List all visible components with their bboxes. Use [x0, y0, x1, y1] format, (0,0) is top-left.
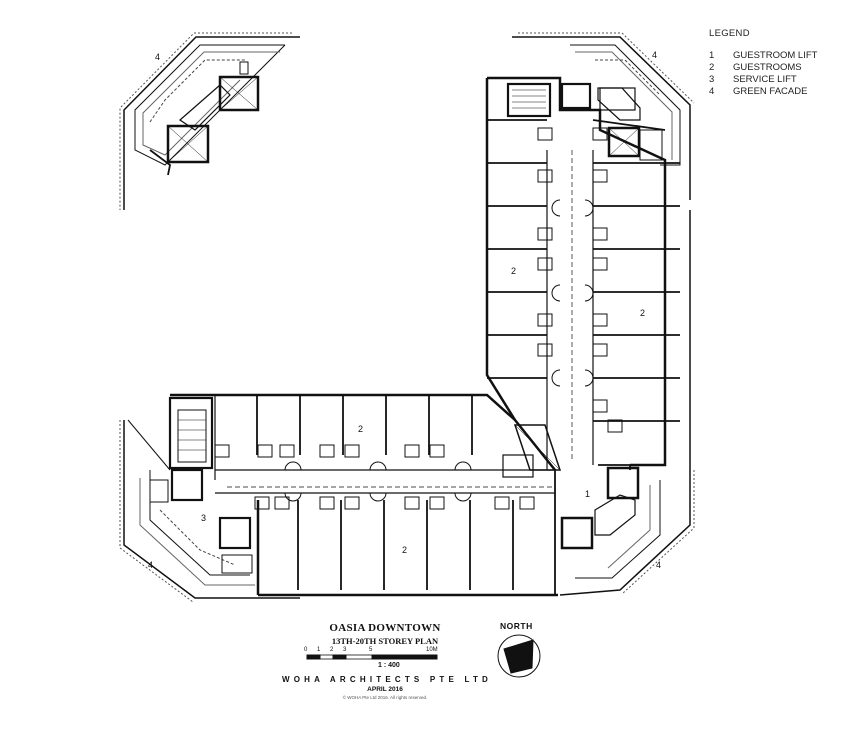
scale-tick: 1 [317, 647, 321, 653]
tag-guestrooms: 2 [511, 266, 517, 276]
project-title: OASIA DOWNTOWN [329, 622, 441, 634]
green-facade-top-left [119, 32, 300, 210]
legend: LEGEND 1 GUESTROOM LIFT 2 GUESTROOMS 3 S… [709, 28, 817, 98]
scale-bar [306, 654, 438, 660]
legend-item: 2 GUESTROOMS [709, 62, 817, 74]
west-wing [168, 393, 558, 597]
tag-green-facade: 4 [148, 560, 154, 570]
green-facade-bottom-right [554, 210, 695, 596]
north-label: NORTH [500, 621, 533, 631]
plan-date: APRIL 2016 [367, 686, 403, 693]
legend-item-number: 2 [709, 62, 715, 73]
tag-guestroom-lift: 1 [585, 489, 591, 499]
title-block: OASIA DOWNTOWN 13TH-20TH STOREY PLAN [270, 622, 500, 646]
plan-title: 13TH-20TH STOREY PLAN [331, 636, 439, 646]
legend-item-label: SERVICE LIFT [733, 74, 797, 85]
scale-tick: 0 [304, 647, 308, 653]
legend-item-label: GUESTROOMS [733, 62, 802, 73]
legend-item-number: 1 [709, 50, 715, 61]
tag-service-lift: 3 [201, 513, 207, 523]
legend-item: 1 GUESTROOM LIFT [709, 50, 817, 62]
tag-guestrooms: 2 [358, 424, 364, 434]
north-wing [485, 76, 680, 478]
scale-tick: 5 [369, 647, 373, 653]
tag-guestrooms: 2 [640, 308, 646, 318]
legend-item: 4 GREEN FACADE [709, 86, 817, 98]
green-facade-top-right [512, 32, 695, 200]
legend-item-label: GUESTROOM LIFT [733, 50, 818, 61]
legend-item-label: GREEN FACADE [733, 86, 808, 97]
legend-item: 3 SERVICE LIFT [709, 74, 817, 86]
scale-ratio: 1 : 400 [378, 662, 400, 669]
legend-item-number: 4 [709, 86, 715, 97]
scale-tick: 3 [343, 647, 347, 653]
tag-guestrooms: 2 [402, 545, 408, 555]
green-facade-bottom-left [119, 419, 300, 603]
tag-green-facade: 4 [652, 50, 658, 60]
tag-green-facade: 4 [155, 52, 161, 62]
legend-item-number: 3 [709, 74, 715, 85]
scale-tick: 2 [330, 647, 334, 653]
tag-green-facade: 4 [656, 560, 662, 570]
north-arrow [497, 634, 541, 678]
copyright: © WOHA Pte Ltd 2016. All rights reserved… [342, 695, 428, 700]
legend-title: LEGEND [709, 28, 750, 39]
scale-tick: 10M [426, 647, 438, 653]
firm-name: WOHA ARCHITECTS PTE LTD [281, 675, 493, 684]
